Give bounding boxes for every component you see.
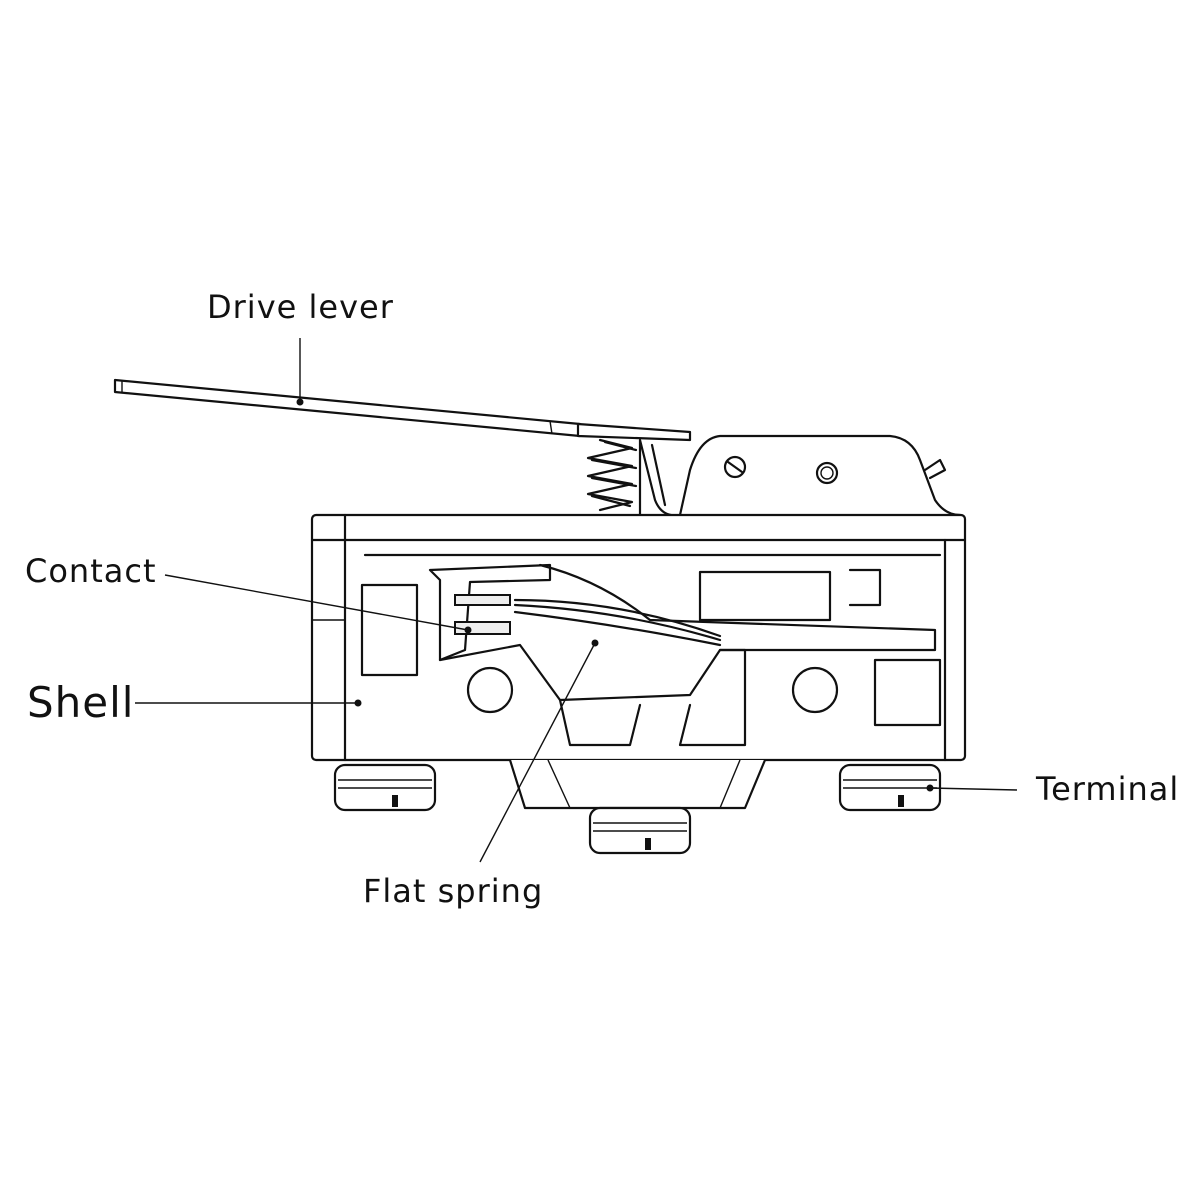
label-contact: Contact — [25, 552, 157, 590]
terminal-center — [588, 806, 692, 855]
drive-lever — [113, 378, 692, 442]
label-terminal: Terminal — [1036, 770, 1180, 808]
terminal-left — [333, 763, 437, 812]
shell-body — [310, 513, 967, 810]
label-flat-spring: Flat spring — [363, 872, 544, 910]
leader-lines — [135, 338, 1018, 863]
label-drive-lever: Drive lever — [207, 288, 394, 326]
label-shell: Shell — [27, 678, 135, 727]
terminal-right — [838, 763, 942, 812]
terminal-screws — [333, 763, 942, 855]
return-spring — [586, 438, 638, 512]
